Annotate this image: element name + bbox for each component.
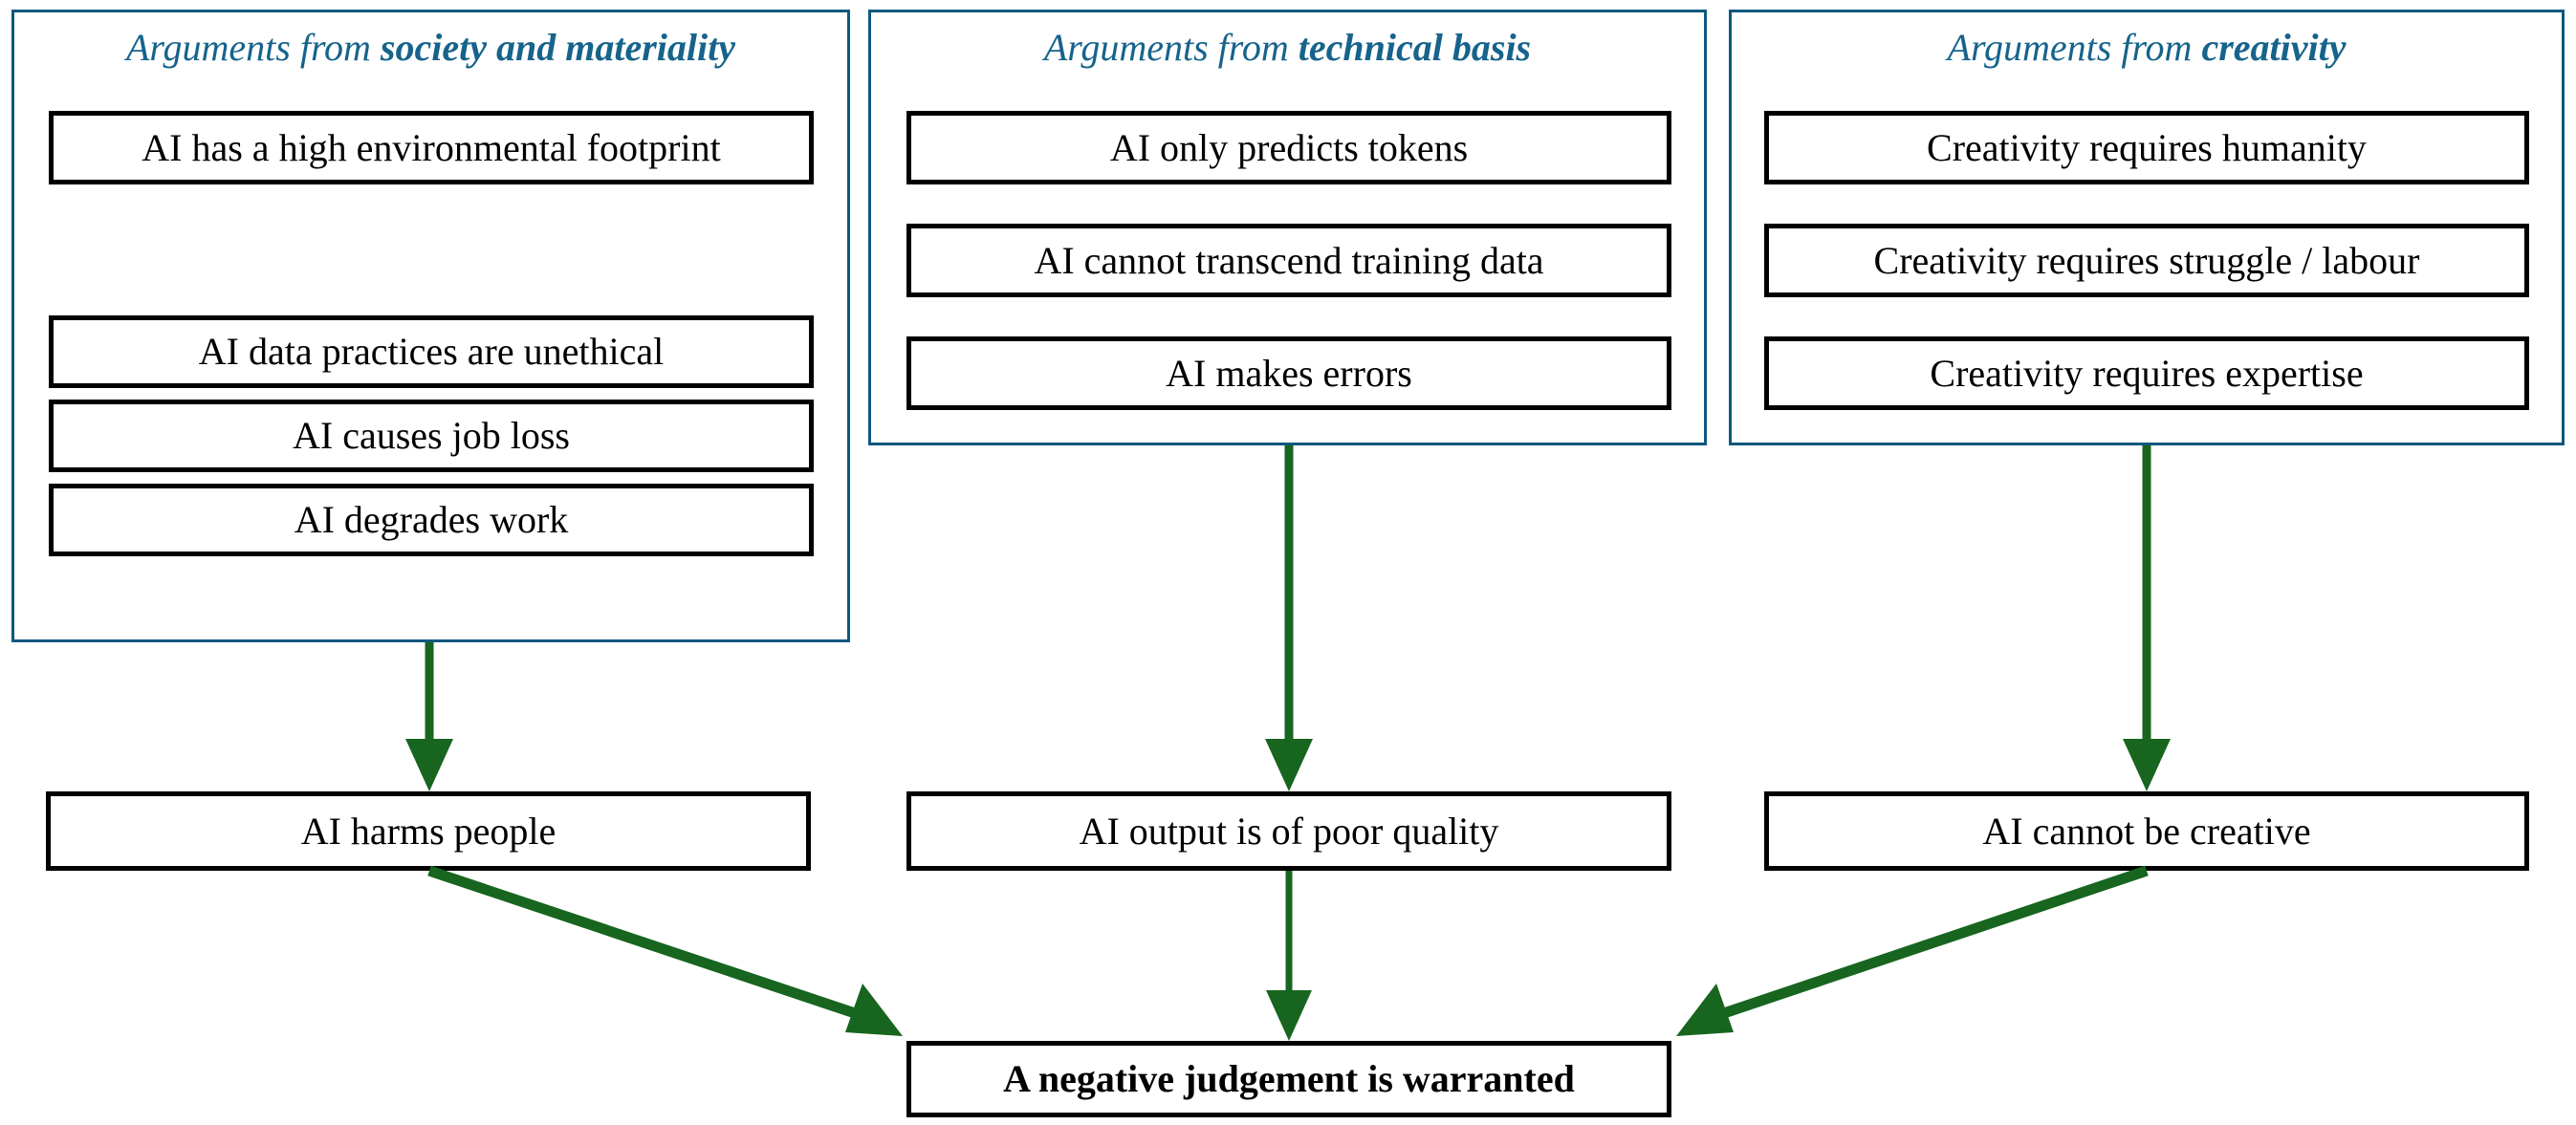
group-title-society-and-materiality: Arguments from society and materiality <box>11 29 850 67</box>
conclusion-box-ai-cannot-be-creative[interactable]: AI cannot be creative <box>1764 791 2529 871</box>
arrow-society-to-ai-harms-people <box>405 642 453 791</box>
arrow-technical-to-ai-output-poor-quality <box>1265 445 1313 791</box>
group-title-emphasis: creativity <box>2201 26 2347 69</box>
arrow-ai-harms-people-to-final-conclusion <box>427 865 903 1036</box>
claim-label: AI data practices are unethical <box>198 330 665 373</box>
group-panel-technical-basis <box>868 10 1707 445</box>
final-conclusion-box[interactable]: A negative judgement is warranted <box>906 1041 1671 1117</box>
claim-box-creativity-requires-struggle-labour[interactable]: Creativity requires struggle / labour <box>1764 224 2529 297</box>
claim-label: Creativity requires humanity <box>1927 125 2367 169</box>
group-title-prefix: Arguments from <box>1947 26 2202 69</box>
claim-box-ai-data-practices-unethical[interactable]: AI data practices are unethical <box>49 315 814 388</box>
group-panel-creativity <box>1729 10 2565 445</box>
claim-label: AI causes job loss <box>293 414 570 457</box>
claim-label: Creativity requires expertise <box>1930 351 2364 395</box>
claim-box-ai-environmental-footprint[interactable]: AI has a high environmental footprint <box>49 111 814 184</box>
group-title-prefix: Arguments from <box>1043 26 1299 69</box>
group-panel-society-and-materiality <box>11 10 850 642</box>
claim-box-ai-degrades-work[interactable]: AI degrades work <box>49 484 814 556</box>
arrow-ai-cannot-be-creative-to-final-conclusion <box>1676 865 2149 1036</box>
conclusion-label: AI cannot be creative <box>1982 809 2311 853</box>
claim-label: AI cannot transcend training data <box>1034 238 1544 282</box>
claim-box-creativity-requires-humanity[interactable]: Creativity requires humanity <box>1764 111 2529 184</box>
claim-box-ai-causes-job-loss[interactable]: AI causes job loss <box>49 400 814 472</box>
claim-label: Creativity requires struggle / labour <box>1873 238 2420 282</box>
conclusion-box-ai-output-poor-quality[interactable]: AI output is of poor quality <box>906 791 1671 871</box>
group-title-technical-basis: Arguments from technical basis <box>868 29 1707 67</box>
group-title-creativity: Arguments from creativity <box>1729 29 2565 67</box>
group-title-emphasis: technical basis <box>1298 26 1532 69</box>
claim-box-ai-only-predicts-tokens[interactable]: AI only predicts tokens <box>906 111 1671 184</box>
group-title-emphasis: society and materiality <box>380 26 735 69</box>
final-conclusion-label: A negative judgement is warranted <box>1003 1057 1575 1100</box>
claim-box-ai-cannot-transcend-training-data[interactable]: AI cannot transcend training data <box>906 224 1671 297</box>
conclusion-box-ai-harms-people[interactable]: AI harms people <box>46 791 811 871</box>
claim-box-creativity-requires-expertise[interactable]: Creativity requires expertise <box>1764 336 2529 410</box>
arrow-creativity-to-ai-cannot-be-creative <box>2123 445 2171 791</box>
conclusion-label: AI output is of poor quality <box>1079 809 1499 853</box>
claim-box-ai-makes-errors[interactable]: AI makes errors <box>906 336 1671 410</box>
arrow-ai-output-poor-quality-to-final-conclusion <box>1266 871 1312 1041</box>
claim-label: AI only predicts tokens <box>1109 125 1469 169</box>
claim-label: AI makes errors <box>1166 351 1412 395</box>
group-title-prefix: Arguments from <box>126 26 381 69</box>
conclusion-label: AI harms people <box>300 809 557 853</box>
claim-label: AI has a high environmental footprint <box>142 125 721 169</box>
claim-label: AI degrades work <box>294 498 569 541</box>
